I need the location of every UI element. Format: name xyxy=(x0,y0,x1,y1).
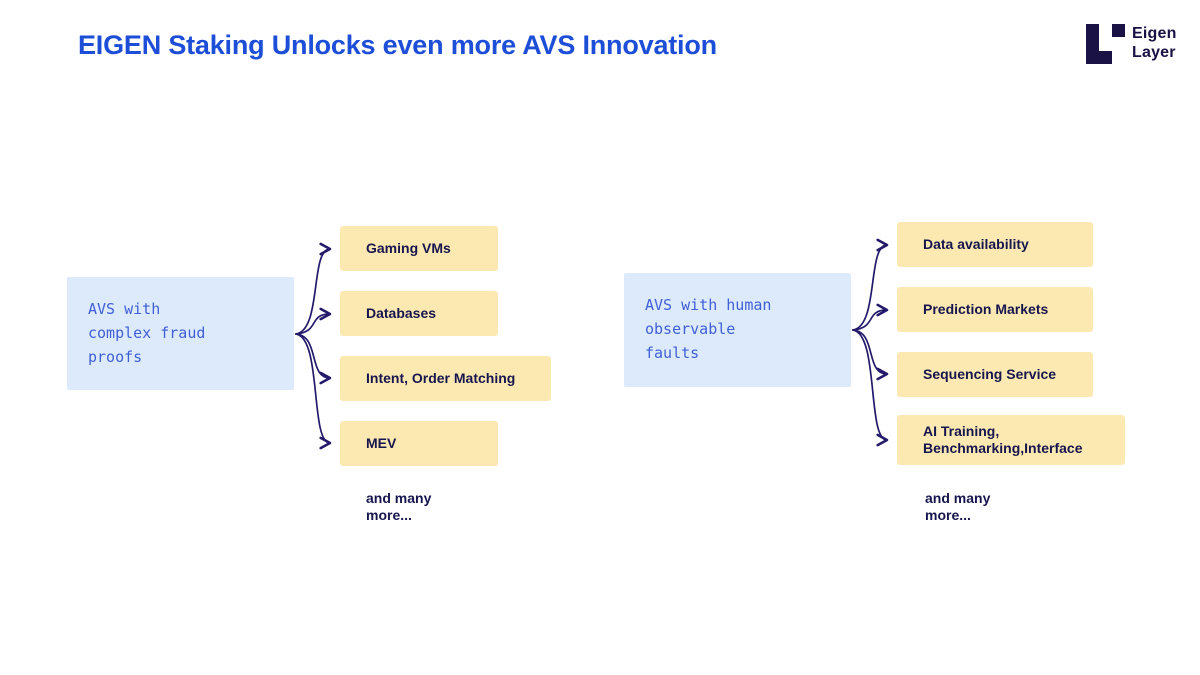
eigenlayer-logo: Eigen Layer xyxy=(1086,24,1177,64)
logo-word-eigen: Eigen xyxy=(1132,25,1177,42)
eigenlayer-logo-text: Eigen Layer xyxy=(1132,24,1177,62)
target-label: Sequencing Service xyxy=(923,366,1057,382)
target-box-data-availability: Data availability xyxy=(897,222,1093,267)
arrow-right-3 xyxy=(852,329,889,381)
target-label: Databases xyxy=(366,305,437,321)
arrow-left-4 xyxy=(295,333,332,450)
target-box-gaming-vms: Gaming VMs xyxy=(340,226,498,271)
target-label: Data availability xyxy=(923,236,1029,252)
arrow-right-4 xyxy=(852,329,889,447)
target-box-intent-order-matching: Intent, Order Matching xyxy=(340,356,551,401)
target-box-mev: MEV xyxy=(340,421,498,466)
target-box-prediction-markets: Prediction Markets xyxy=(897,287,1093,332)
arrow-left-3 xyxy=(295,333,332,385)
target-box-databases: Databases xyxy=(340,291,498,336)
target-label: Gaming VMs xyxy=(366,240,451,256)
more-note-right: and many more... xyxy=(925,490,991,523)
logo-word-layer: Layer xyxy=(1132,44,1176,61)
arrow-left-2 xyxy=(295,307,332,335)
target-label: Intent, Order Matching xyxy=(366,370,516,386)
eigenlayer-logo-icon xyxy=(1086,24,1125,64)
arrow-left-1 xyxy=(295,242,332,335)
more-note-left: and many more... xyxy=(366,490,432,523)
target-label: MEV xyxy=(366,435,397,451)
target-box-sequencing-service: Sequencing Service xyxy=(897,352,1093,397)
target-label: AI Training, Benchmarking,Interface xyxy=(923,423,1083,456)
page-title: EIGEN Staking Unlocks even more AVS Inno… xyxy=(78,30,717,60)
target-label: Prediction Markets xyxy=(923,301,1049,317)
source-box-complex-fraud-proofs: AVS with complex fraud proofs xyxy=(67,277,294,390)
source-box-human-observable-faults: AVS with human observable faults xyxy=(624,273,851,387)
arrow-right-1 xyxy=(852,238,889,331)
arrow-right-2 xyxy=(852,303,889,331)
target-box-ai-training: AI Training, Benchmarking,Interface xyxy=(897,415,1125,465)
